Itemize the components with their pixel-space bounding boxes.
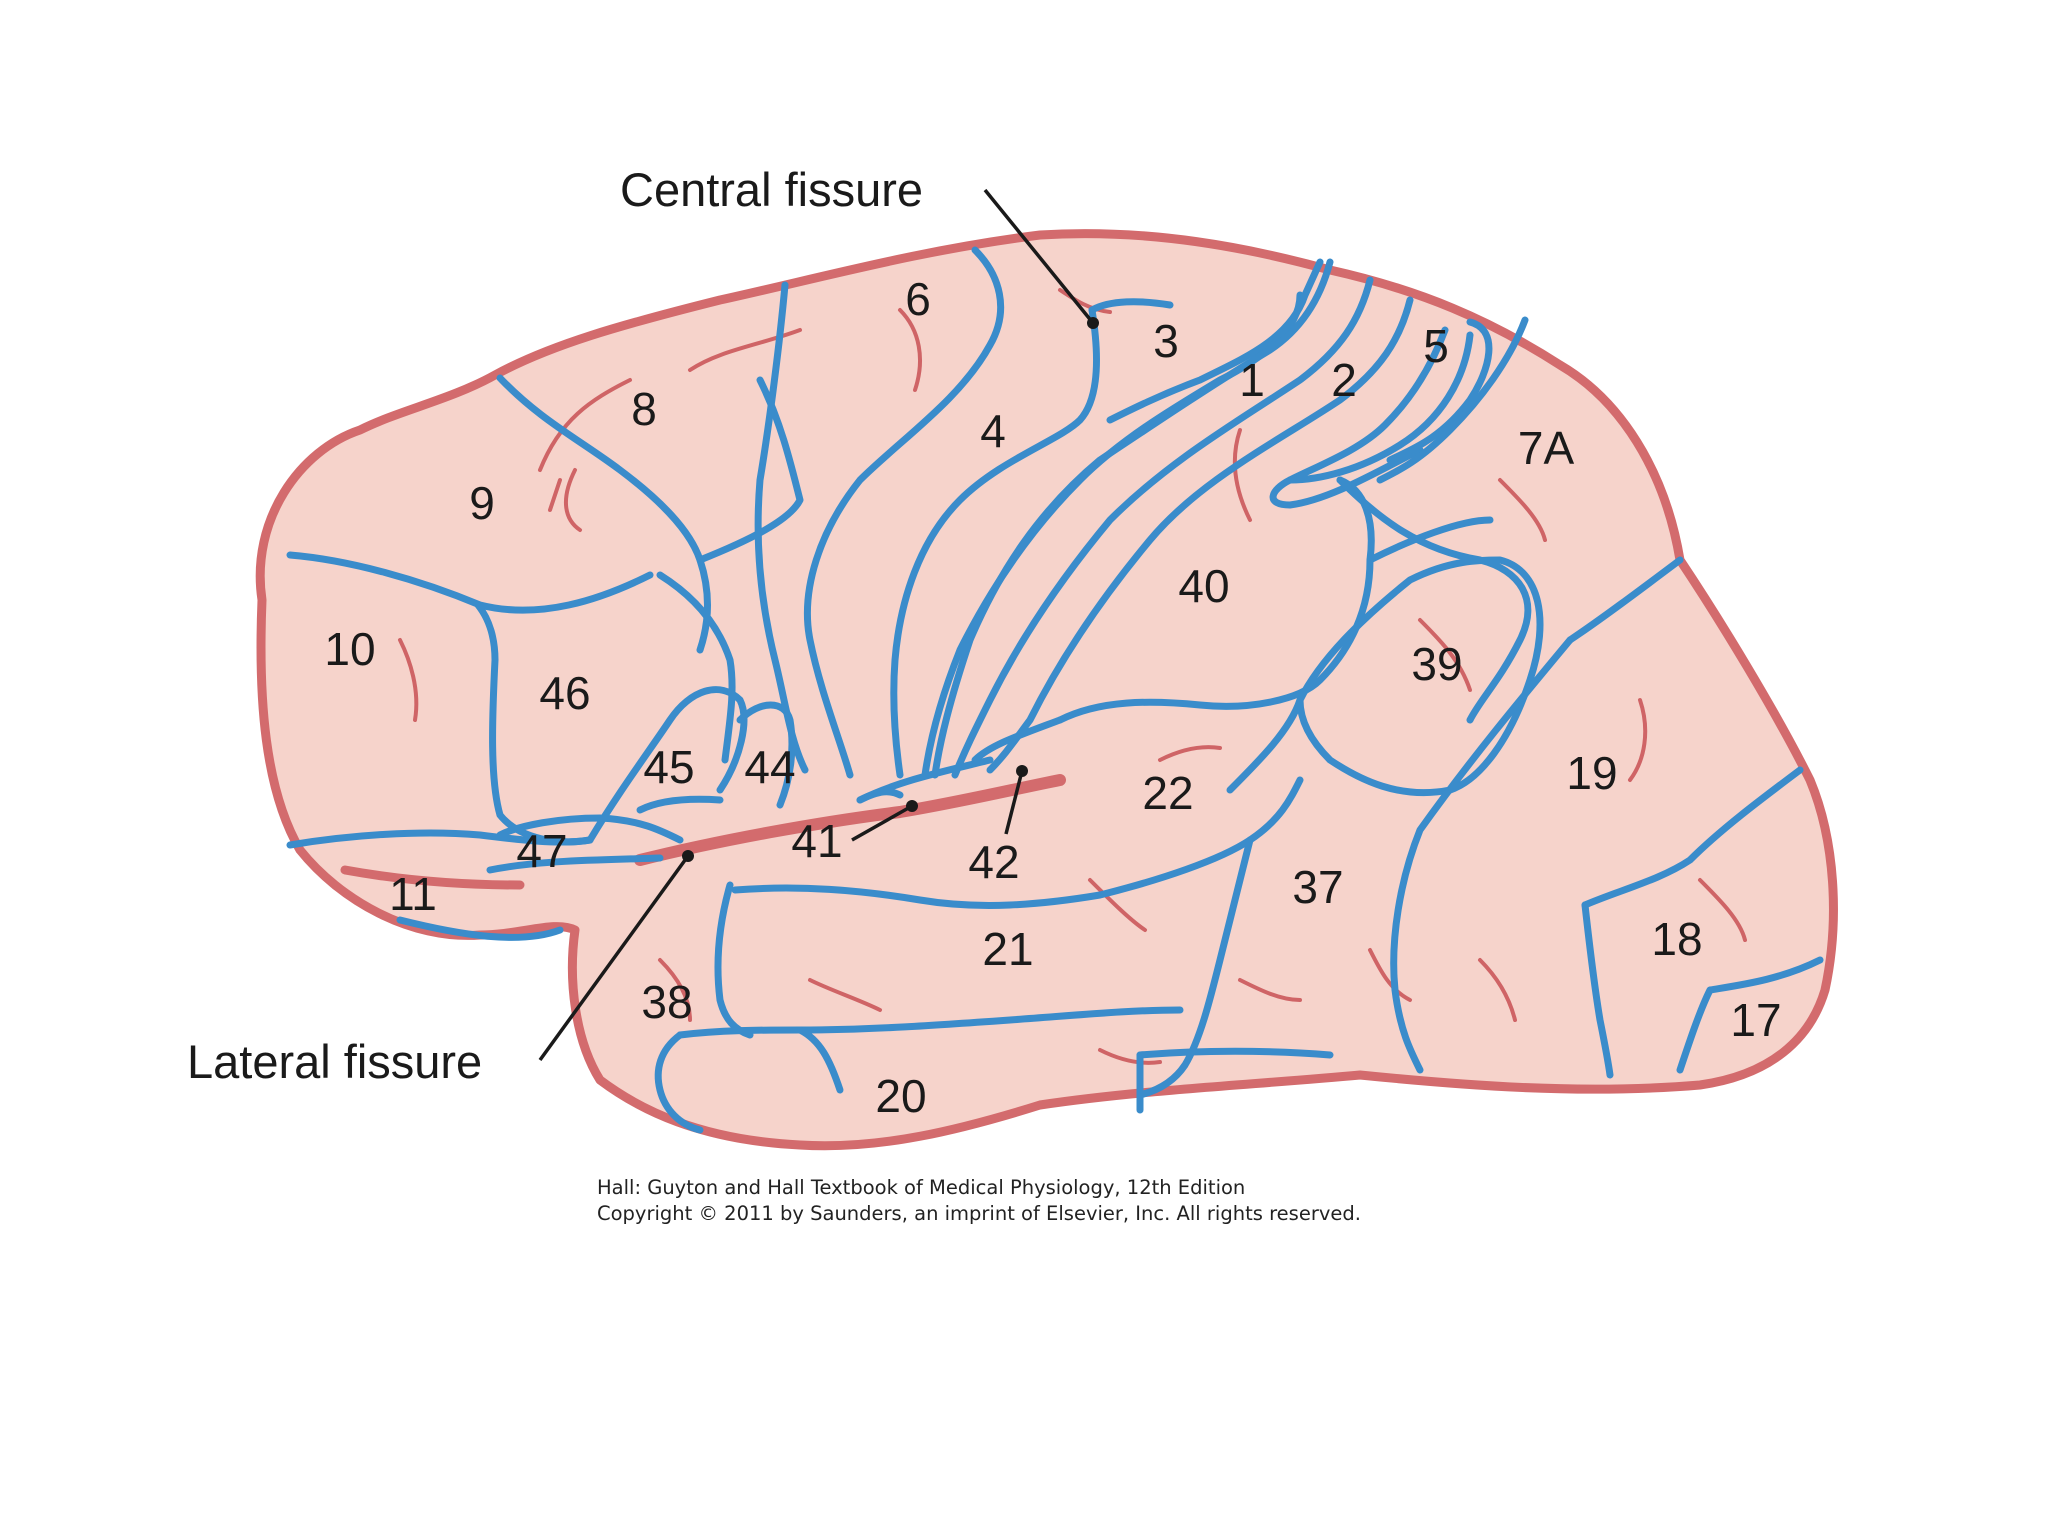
area-label: 19 [1566, 747, 1617, 799]
pointer-lines [538, 188, 1095, 1062]
area-label: 8 [631, 383, 657, 435]
area-label: 18 [1651, 913, 1702, 965]
area-label: 41 [791, 815, 842, 867]
area-label: 2 [1331, 354, 1357, 406]
area-label: 17 [1730, 994, 1781, 1046]
credit-line-2: Copyright © 2011 by Saunders, an imprint… [597, 1202, 1361, 1225]
area-label: 1 [1239, 354, 1265, 406]
area-label: 22 [1142, 767, 1193, 819]
lateral-fissure-pointer [538, 854, 690, 1062]
area-label: 37 [1292, 861, 1343, 913]
area-label: 4 [980, 405, 1006, 457]
central-fissure-label: Central fissure [620, 163, 923, 216]
area-label: 7A [1518, 422, 1575, 474]
area-label: 39 [1411, 638, 1462, 690]
area-label: 5 [1423, 320, 1449, 372]
area-label: 11 [389, 868, 437, 920]
area-label: 6 [905, 273, 931, 325]
area-label: 3 [1153, 315, 1179, 367]
lateral-fissure-label: Lateral fissure [187, 1035, 482, 1088]
area-label: 21 [982, 923, 1033, 975]
area-label: 10 [324, 623, 375, 675]
area-41-pointer [851, 804, 913, 842]
central-fissure-pointer [983, 188, 1095, 325]
area-label: 44 [744, 741, 795, 793]
area-label: 45 [643, 741, 694, 793]
area-label: 42 [968, 836, 1019, 888]
credit-line-1: Hall: Guyton and Hall Textbook of Medica… [597, 1176, 1246, 1199]
area-label: 46 [539, 667, 590, 719]
area-labels: 6 3 1 2 5 8 4 7A 9 40 10 46 39 45 44 22 … [324, 273, 1781, 1122]
pointer-dots [682, 317, 1099, 862]
area-42-pointer [1004, 770, 1024, 835]
gyrus-boundaries [286, 246, 1824, 1134]
area-label: 40 [1178, 560, 1229, 612]
vessel-marks [398, 288, 1747, 1065]
area-label: 47 [516, 825, 567, 877]
area-label: 9 [469, 477, 495, 529]
area-label: 38 [641, 976, 692, 1028]
area-label: 20 [875, 1070, 926, 1122]
orbital-groove [340, 865, 525, 890]
lateral-fissure-groove [634, 774, 1066, 866]
